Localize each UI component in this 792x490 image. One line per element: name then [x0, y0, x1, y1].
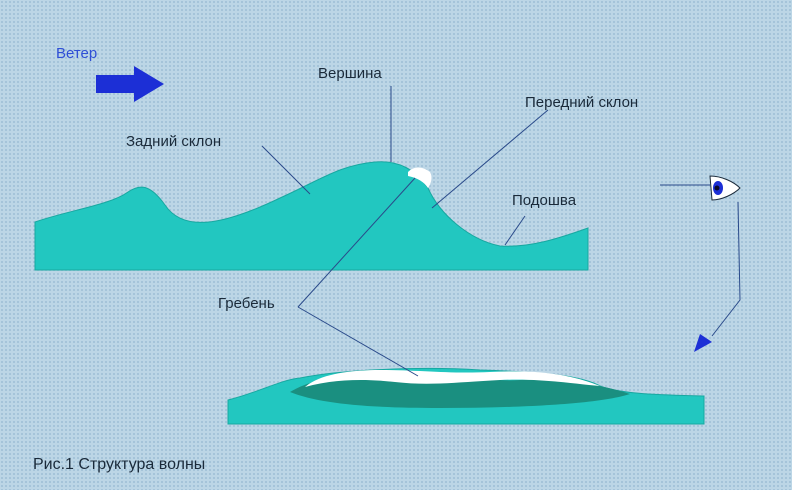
wave-profile	[34, 161, 589, 271]
eye-icon	[709, 175, 741, 201]
crest-foam	[408, 167, 432, 188]
wind-arrow-icon	[96, 66, 164, 102]
figure-caption: Рис.1 Структура волны	[33, 456, 206, 473]
top-view-wave-body	[290, 375, 630, 408]
back-slope-label: Задний склон	[126, 133, 222, 150]
crest-label: Гребень	[218, 295, 275, 312]
crest-top-label: Вершина	[318, 65, 382, 82]
leader-lines	[261, 86, 741, 377]
view-direction-arrow-icon	[694, 334, 712, 352]
trough-label: Подошва	[512, 192, 577, 209]
wind-label: Ветер	[56, 45, 98, 62]
top-view-crest-foam	[305, 370, 600, 387]
front-slope-label: Передний склон	[525, 94, 639, 111]
